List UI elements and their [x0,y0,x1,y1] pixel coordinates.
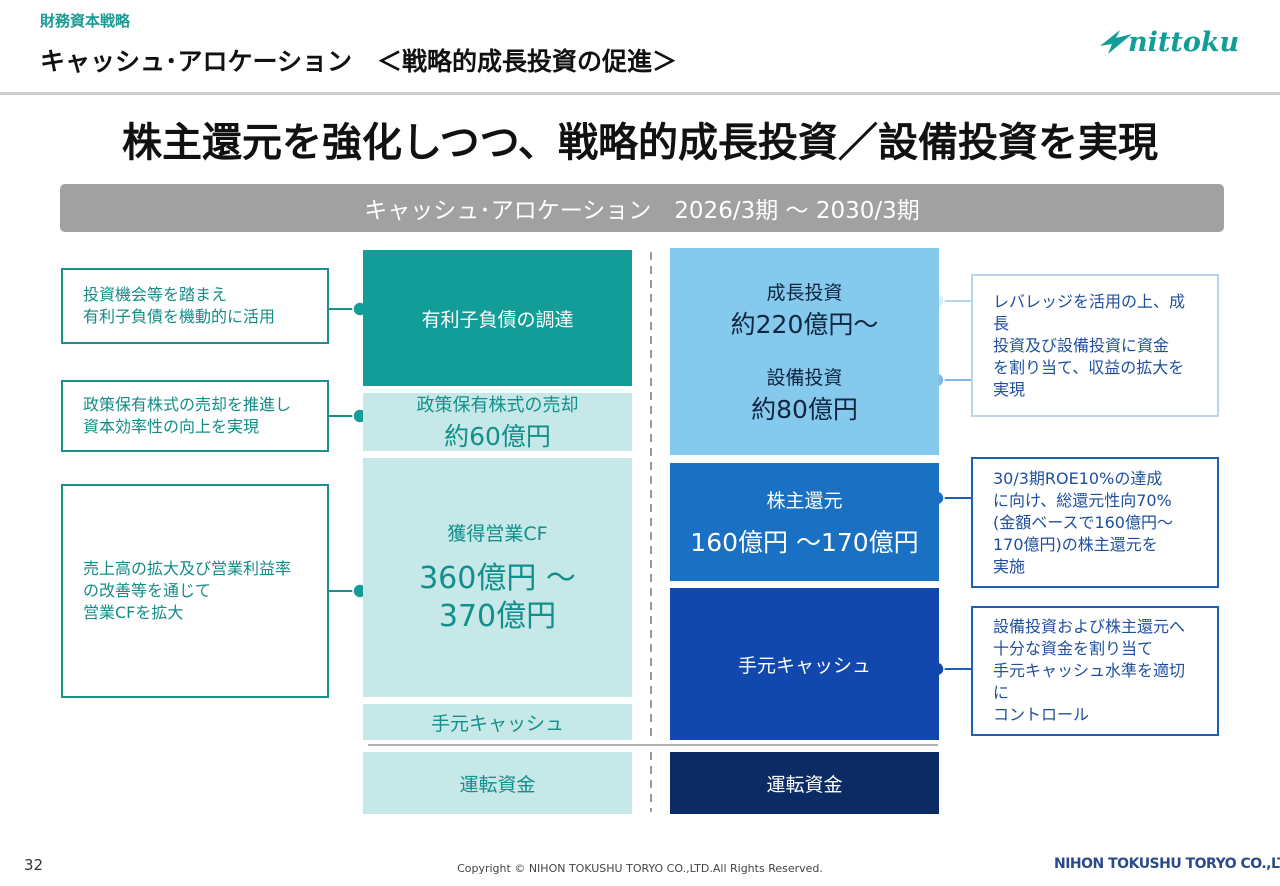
nittoku-logo: nittoku [1100,27,1239,58]
page-headline: 株主還元を強化しつつ、戦略的成長投資／設備投資を実現 [122,120,1158,166]
block-shares-sale: 政策保有株式の売却 約60億円 [363,393,632,451]
allocation-period-bar: キャッシュ･アロケーション 2026/3期 ～ 2030/3期 [60,184,1224,232]
block-shareholder-return: 株主還元 160億円 ～170億円 [670,463,939,581]
company-name: NIHON TOKUSHU TORYO CO.,LTD. [1054,856,1280,872]
block-cash-on-hand-source: 手元キャッシュ [363,704,632,740]
note-operating-cf: 売上高の拡大及び営業利益率 の改善等を通じて 営業CFを拡大 [61,484,329,698]
svg-text:nittoku: nittoku [1128,27,1239,58]
block-operating-cf: 獲得営業CF 360億円 ～ 370億円 [363,458,632,697]
section-label: 財務資本戦略 [40,12,131,30]
note-roe-target: 30/3期ROE10%の達成 に向け、総還元性向70% (金額ベースで160億円… [971,457,1219,588]
note-leverage: レバレッジを活用の上、成長 投資及び設備投資に資金 を割り当て、収益の拡大を 実… [971,274,1219,417]
copyright: Copyright © NIHON TOKUSHU TORYO CO.,LTD.… [457,862,823,875]
block-cash-on-hand-use: 手元キャッシュ [670,588,939,740]
header-divider [0,92,1280,95]
block-debt-raising: 有利子負債の調達 [363,250,632,386]
note-debt: 投資機会等を踏まえ 有利子負債を機動的に活用 [61,268,329,344]
page-number: 32 [24,856,44,874]
block-growth-capex: 成長投資 約220億円～ 設備投資 約80億円 [670,248,939,455]
page-subtitle: キャッシュ･アロケーション ＜戦略的成長投資の促進＞ [40,47,678,76]
block-working-capital-use: 運転資金 [670,752,939,814]
note-shares: 政策保有株式の売却を推進し 資本効率性の向上を実現 [61,380,329,452]
block-working-capital-source: 運転資金 [363,752,632,814]
note-cash-control: 設備投資および株主還元へ 十分な資金を割り当て 手元キャッシュ水準を適切に コン… [971,606,1219,736]
